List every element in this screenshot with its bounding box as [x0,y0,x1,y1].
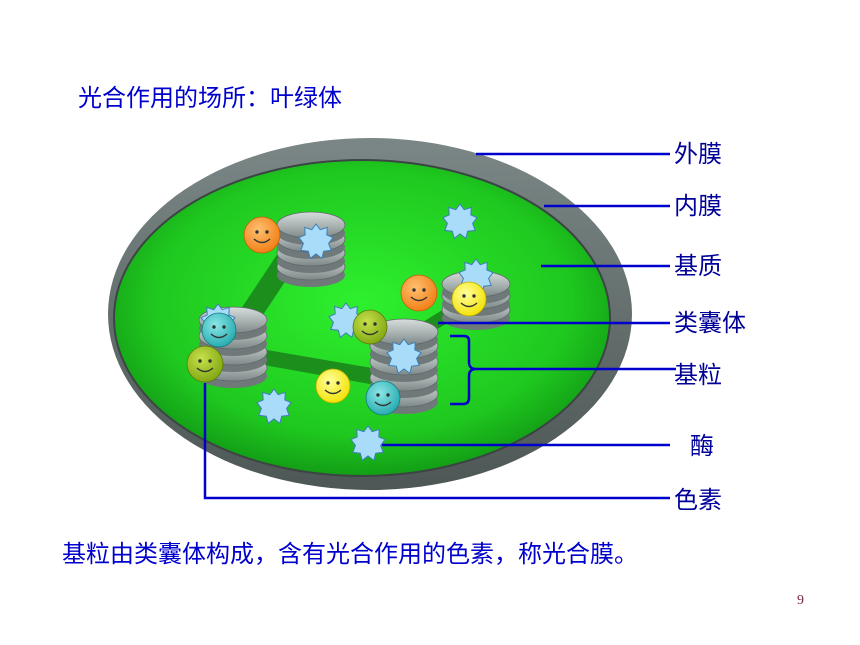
label-enzyme: 酶 [690,432,714,460]
label-inner-membrane: 内膜 [674,192,722,220]
pigment-face [451,281,487,317]
slide-title: 光合作用的场所：叶绿体 [78,84,342,112]
pigment-face [243,216,281,254]
label-granum: 基粒 [674,361,722,389]
label-thylakoid: 类囊体 [674,309,746,337]
label-outer-membrane: 外膜 [674,140,722,168]
page-number: 9 [797,593,804,608]
pigment-face [186,345,224,383]
pigment-face [365,380,401,416]
slide-caption: 基粒由类囊体构成，含有光合作用的色素，称光合膜。 [62,540,638,568]
pigment-face [201,312,237,348]
pigment-face [315,368,351,404]
pigment-face [400,274,438,312]
pigment-face [352,309,388,345]
leader-lines [203,152,676,500]
label-pigment: 色素 [674,486,722,514]
label-stroma: 基质 [674,252,722,280]
